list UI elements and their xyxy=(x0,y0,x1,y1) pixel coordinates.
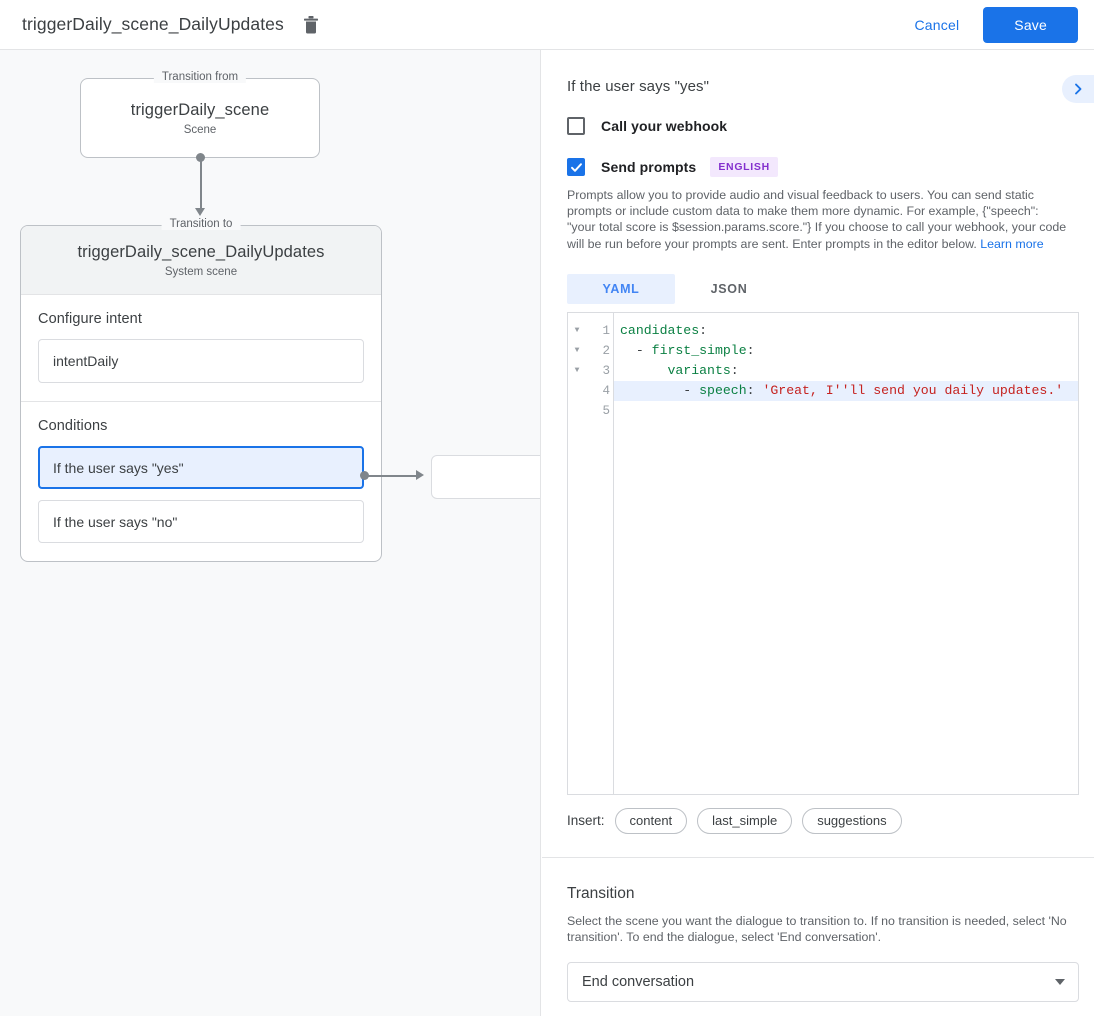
transition-select-value: End conversation xyxy=(582,974,695,991)
condition-item-yes[interactable]: If the user says "yes" xyxy=(38,446,364,489)
transition-target-node[interactable] xyxy=(431,455,540,499)
editor-gutter-row: 5 xyxy=(568,401,613,421)
editor-code-line[interactable]: variants: xyxy=(614,361,1078,381)
format-tabs: YAML JSON xyxy=(567,273,1069,304)
call-webhook-checkbox[interactable] xyxy=(567,117,585,135)
panel-title: If the user says "yes" xyxy=(567,78,710,95)
send-prompts-checkbox[interactable] xyxy=(567,158,585,176)
trash-icon xyxy=(303,15,318,33)
detail-panel: If the user says "yes" Call your webhook… xyxy=(542,50,1094,1016)
connector-arrow-down xyxy=(195,208,205,216)
code-token: : xyxy=(699,322,708,338)
code-token: variants xyxy=(667,362,731,378)
transition-to-legend: Transition to xyxy=(161,218,241,230)
code-token: : xyxy=(730,362,739,378)
call-webhook-row[interactable]: Call your webhook xyxy=(567,117,1069,135)
prompts-description: Prompts allow you to provide audio and v… xyxy=(567,187,1069,252)
insert-chip-last-simple[interactable]: last_simple xyxy=(697,807,793,834)
condition-item-no[interactable]: If the user says "no" xyxy=(38,500,364,543)
delete-button[interactable] xyxy=(298,12,324,38)
expand-panel-button[interactable] xyxy=(1062,75,1094,103)
scene-graph-canvas[interactable]: Transition from triggerDaily_scene Scene… xyxy=(0,50,541,1016)
chevron-right-icon xyxy=(1075,83,1082,95)
configure-intent-label: Configure intent xyxy=(38,311,142,327)
fold-triangle-icon[interactable]: ▼ xyxy=(574,366,580,376)
editor-gutter-row: 4 xyxy=(568,381,613,401)
editor-code-line[interactable]: candidates: xyxy=(614,321,1078,341)
transition-to-header: triggerDaily_scene_DailyUpdates System s… xyxy=(21,226,381,295)
editor-line-number: 2 xyxy=(602,343,610,358)
code-token xyxy=(620,363,667,378)
transition-to-subtitle: System scene xyxy=(164,266,238,278)
conditions-label: Conditions xyxy=(38,418,108,434)
send-prompts-row[interactable]: Send prompts ENGLISH xyxy=(567,157,1069,177)
transition-from-title: triggerDaily_scene xyxy=(130,100,270,119)
editor-line-number: 1 xyxy=(602,323,610,338)
transition-from-legend: Transition from xyxy=(153,71,247,83)
transition-select[interactable]: End conversation xyxy=(567,962,1079,1003)
insert-chip-suggestions[interactable]: suggestions xyxy=(802,807,902,834)
insert-label: Insert: xyxy=(567,813,605,829)
top-bar: triggerDaily_scene_DailyUpdates Cancel S… xyxy=(0,0,1094,50)
save-button[interactable]: Save xyxy=(983,6,1078,43)
connector-dot-condition xyxy=(360,471,369,480)
code-token: speech xyxy=(699,382,747,398)
editor-code-line[interactable] xyxy=(614,401,1078,421)
tab-yaml[interactable]: YAML xyxy=(567,273,675,304)
language-badge: ENGLISH xyxy=(710,157,778,177)
fold-triangle-icon[interactable]: ▼ xyxy=(574,346,580,356)
conditions-section: Conditions If the user says "yes" If the… xyxy=(21,402,381,561)
transition-heading: Transition xyxy=(567,884,635,902)
code-token: : xyxy=(746,382,763,398)
insert-chip-content[interactable]: content xyxy=(614,807,688,834)
code-token: - xyxy=(620,342,652,358)
send-prompts-label: Send prompts xyxy=(601,159,697,175)
transition-from-node[interactable]: Transition from triggerDaily_scene Scene xyxy=(80,71,320,158)
editor-code-line[interactable]: - first_simple: xyxy=(614,341,1078,361)
page-title: triggerDaily_scene_DailyUpdates xyxy=(22,14,284,34)
checkmark-icon xyxy=(570,162,582,172)
code-token: first_simple xyxy=(651,342,747,358)
editor-gutter-row: ▼3 xyxy=(568,361,613,381)
insert-chips-row: Insert: content last_simple suggestions xyxy=(567,807,1069,834)
code-token: - xyxy=(620,382,700,398)
code-token: : xyxy=(746,342,755,358)
transition-section: Transition Select the scene you want the… xyxy=(542,884,1094,1003)
code-token: 'Great, I''ll send you daily updates.' xyxy=(762,382,1064,398)
connector-line-horizontal xyxy=(368,475,420,477)
editor-code-area[interactable]: candidates: - first_simple: variants: - … xyxy=(614,313,1078,794)
transition-to-title: triggerDaily_scene_DailyUpdates xyxy=(77,243,325,261)
transition-from-subtitle: Scene xyxy=(183,123,217,136)
connector-dot-from xyxy=(196,153,205,162)
learn-more-link[interactable]: Learn more xyxy=(980,236,1044,251)
editor-line-number: 5 xyxy=(602,403,610,418)
code-token: candidates xyxy=(620,322,700,338)
tab-json[interactable]: JSON xyxy=(710,281,748,296)
connector-line-vertical xyxy=(200,158,202,210)
configure-intent-section: Configure intent intentDaily xyxy=(21,295,381,402)
editor-gutter-row: ▼1 xyxy=(568,321,613,341)
call-webhook-label: Call your webhook xyxy=(601,118,728,134)
section-divider xyxy=(542,856,1094,858)
chevron-down-icon xyxy=(1055,979,1065,986)
transition-description: Select the scene you want the dialogue t… xyxy=(567,913,1067,945)
connector-arrow-right xyxy=(416,470,424,480)
fold-triangle-icon[interactable]: ▼ xyxy=(574,326,580,336)
prompts-description-text: Prompts allow you to provide audio and v… xyxy=(567,188,1067,251)
editor-gutter-row: ▼2 xyxy=(568,341,613,361)
editor-line-number: 3 xyxy=(602,363,610,378)
panel-header: If the user says "yes" Call your webhook… xyxy=(542,50,1094,834)
intent-field[interactable]: intentDaily xyxy=(38,339,364,383)
transition-to-node[interactable]: Transition to triggerDaily_scene_DailyUp… xyxy=(20,218,382,562)
cancel-button[interactable]: Cancel xyxy=(901,8,974,42)
editor-line-number: 4 xyxy=(602,383,610,398)
top-bar-actions: Cancel Save xyxy=(901,6,1078,43)
editor-code-line[interactable]: - speech: 'Great, I''ll send you daily u… xyxy=(614,380,1078,401)
